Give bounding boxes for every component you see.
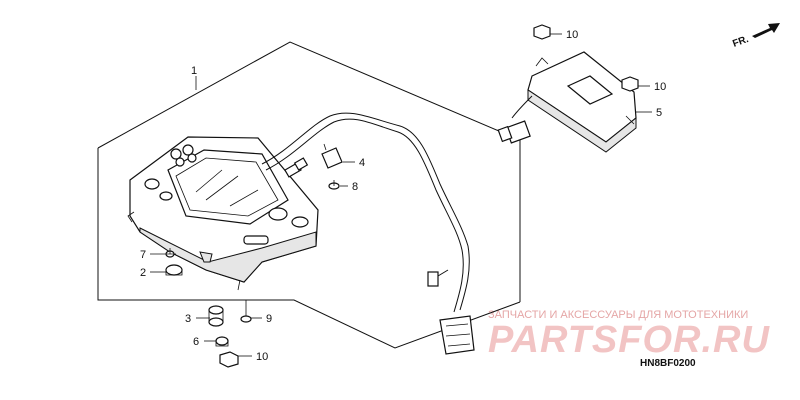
watermark-brand: PARTSFOR.RU [488,319,770,361]
front-arrow: FR. [731,23,780,50]
washer-part [215,336,229,347]
leader-lines [150,33,652,357]
diagram-code: HN8BF0200 [640,358,696,369]
clip-part [321,143,343,169]
nut-part-right [621,76,639,92]
label-part-10-right: 10 [654,81,666,93]
label-part-10-bottom: 10 [256,351,268,363]
label-part-7: 7 [140,249,146,261]
fr-label: FR. [731,34,750,50]
label-part-1: 1 [191,65,197,77]
label-part-8: 8 [352,181,358,193]
nut-part-bottom [219,351,239,368]
label-part-6: 6 [193,336,199,348]
label-part-5: 5 [656,107,662,119]
collar-part [208,305,224,327]
meter-assembly [127,136,319,291]
assembly-outline [97,41,521,349]
label-part-2: 2 [140,267,146,279]
label-part-4: 4 [359,157,365,169]
bolt-part [240,300,252,323]
grommet-part [165,264,183,276]
control-unit [497,51,637,153]
label-part-10-top: 10 [566,29,578,41]
nut-part-top [533,24,551,40]
screw-part [328,180,340,190]
label-part-9: 9 [266,313,272,325]
wire-harness [261,112,475,355]
watermark-subtitle: ЗАПЧАСТИ И АКСЕССУАРЫ ДЛЯ МОТОТЕХНИКИ [488,309,748,321]
label-part-3: 3 [185,313,191,325]
